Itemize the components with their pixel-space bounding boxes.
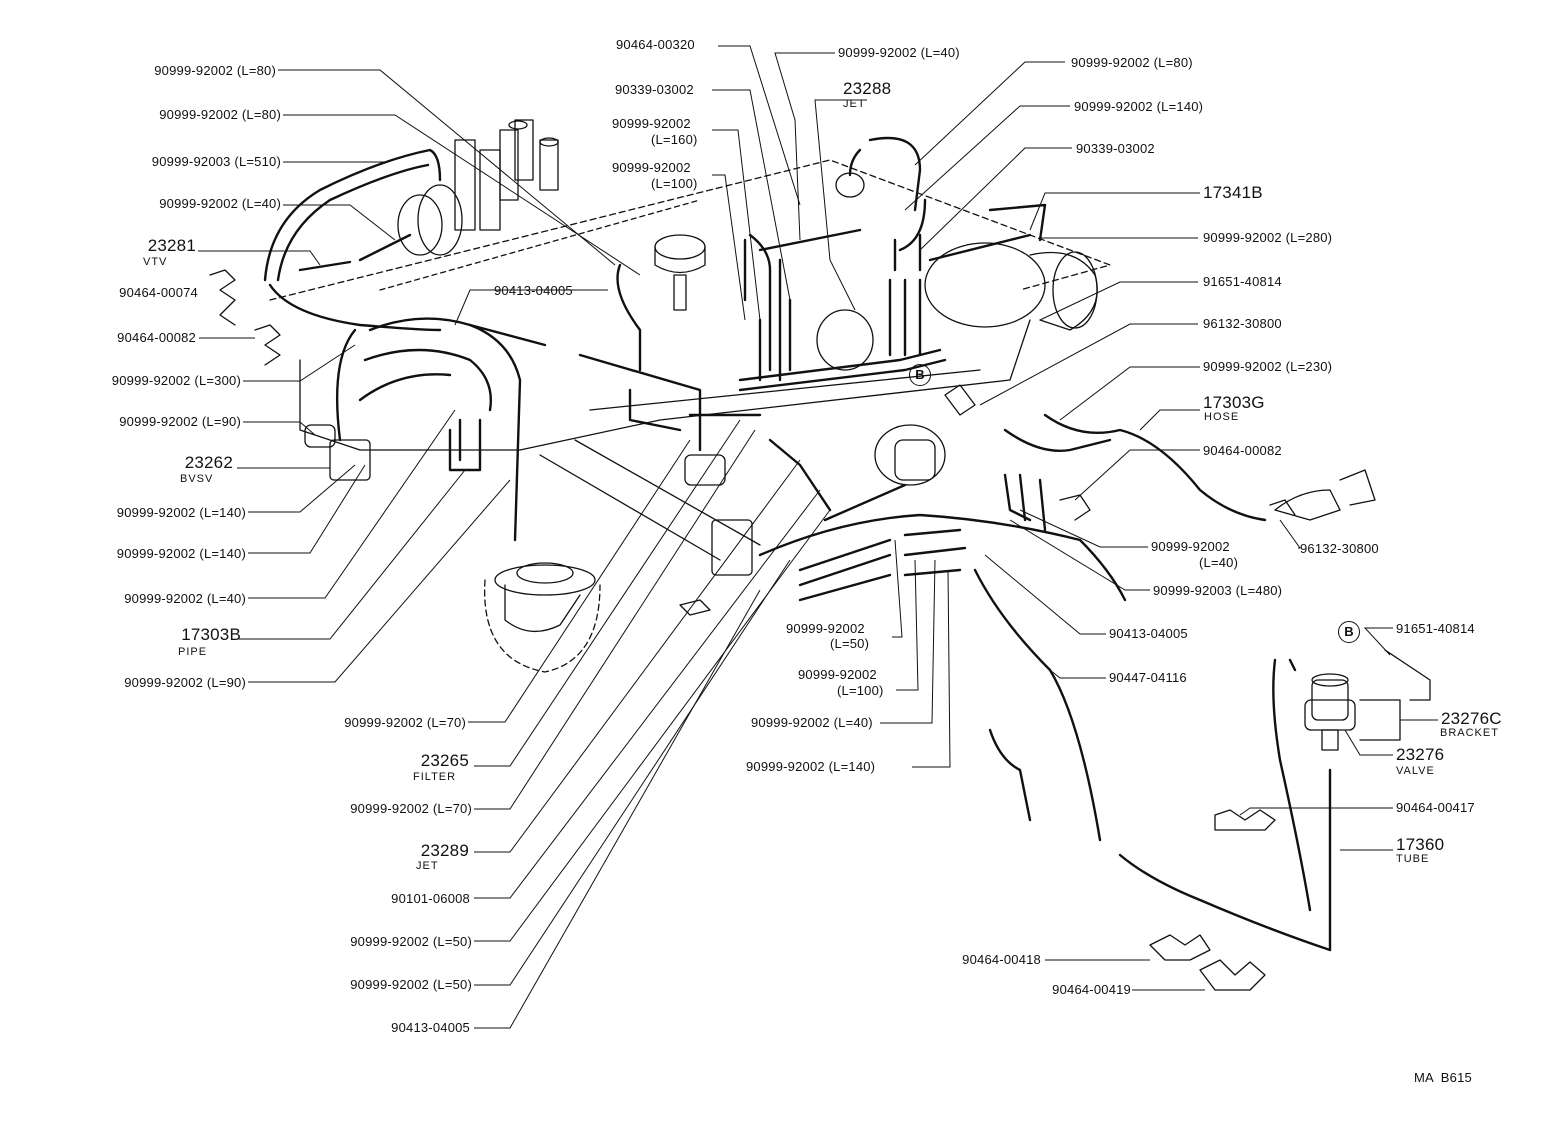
label-clip-90464-00074: 90464-00074 — [119, 285, 198, 300]
diagram-code: MA B615 — [1414, 1070, 1472, 1085]
label-hose-l100-b: (L=100) — [651, 176, 698, 191]
label-jet-23288: JET — [843, 98, 866, 110]
label-tube: TUBE — [1396, 853, 1430, 865]
label-valve: VALVE — [1396, 765, 1435, 777]
label-part-17360: 17360 — [1396, 835, 1445, 854]
label-hose-l40-right-b: (L=40) — [1199, 555, 1239, 570]
label-clip-96132-b: 96132-30800 — [1300, 541, 1379, 556]
label-clip-90464-00082-left: 90464-00082 — [117, 330, 196, 345]
label-bracket: BRACKET — [1440, 727, 1499, 739]
label-hose-l140-b: 90999-92002 (L=140) — [116, 546, 246, 561]
label-hose-l140-d: 90999-92002 (L=140) — [746, 759, 876, 774]
label-clip-96132-a: 96132-30800 — [1203, 316, 1282, 331]
callout-b-engine: B — [909, 364, 931, 386]
label-hose-l40-c: 90999-92002 (L=40) — [124, 591, 246, 606]
label-hose-90447: 90447-04116 — [1109, 670, 1187, 685]
label-hose-l40-d: 90999-92002 (L=40) — [751, 715, 873, 730]
label-pipe: PIPE — [178, 646, 208, 658]
label-hose-l80-right: 90999-92002 (L=80) — [1071, 55, 1193, 70]
label-hose-l50-c-b: (L=50) — [830, 636, 870, 651]
label-hose: HOSE — [1204, 411, 1240, 423]
valve-23276 — [1304, 649, 1431, 751]
label-part-17303b: 17303B — [181, 625, 241, 644]
label-joint-90413-bottom: 90413-04005 — [391, 1020, 470, 1035]
label-hose-l70-a: 90999-92002 (L=70) — [344, 715, 466, 730]
engine-outline — [269, 119, 1111, 673]
label-jet-23289: JET — [416, 860, 439, 872]
label-hose-l80-a: 90999-92002 (L=80) — [154, 63, 276, 78]
label-hose-l100-a: 90999-92002 — [612, 160, 691, 175]
label-hose-l100-c-b: (L=100) — [837, 683, 884, 698]
label-clip-90464-00418: 90464-00418 — [962, 952, 1041, 967]
label-hose-l40-left: 90999-92002 (L=40) — [159, 196, 281, 211]
label-part-23265: 23265 — [420, 751, 469, 770]
label-hose-l160-a: 90999-92002 — [612, 116, 691, 131]
label-hose-l50-a: 90999-92002 (L=50) — [350, 934, 472, 949]
label-hose-l140-right: 90999-92002 (L=140) — [1074, 99, 1204, 114]
label-hose-l50-c-a: 90999-92002 — [786, 621, 865, 636]
label-hose-l40-top: 90999-92002 (L=40) — [838, 45, 960, 60]
callout-b-bracket: B — [1338, 621, 1360, 643]
leader-lines — [198, 45, 1438, 1029]
label-joint-90413-mid: 90413-04005 — [494, 283, 573, 298]
label-plug-90339-a: 90339-03002 — [615, 82, 694, 97]
label-part-23289: 23289 — [420, 841, 469, 860]
label-part-17341b: 17341B — [1203, 183, 1263, 202]
label-part-23262: 23262 — [184, 453, 233, 472]
label-part-23276: 23276 — [1396, 745, 1445, 764]
label-clip-90464-00417: 90464-00417 — [1396, 800, 1475, 815]
label-vtv: VTV — [143, 256, 168, 268]
label-hose-l40-right-a: 90999-92002 — [1151, 539, 1230, 554]
label-hose-l70-b: 90999-92002 (L=70) — [350, 801, 472, 816]
label-part-23281: 23281 — [147, 236, 196, 255]
label-hose-l160-b: (L=160) — [651, 132, 698, 147]
label-hose-l230: 90999-92002 (L=230) — [1203, 359, 1333, 374]
label-90464-00320: 90464-00320 — [616, 37, 695, 52]
label-hose-l300: 90999-92002 (L=300) — [111, 373, 241, 388]
clips — [209, 269, 1376, 991]
label-hose-l140-a: 90999-92002 (L=140) — [116, 505, 246, 520]
label-part-23276c: 23276C — [1441, 709, 1502, 728]
label-hose-l510: 90999-92003 (L=510) — [151, 154, 281, 169]
label-hose-l480: 90999-92003 (L=480) — [1153, 583, 1283, 598]
label-hose-l280: 90999-92002 (L=280) — [1203, 230, 1333, 245]
label-bvsv: BVSV — [180, 473, 214, 485]
label-clip-90464-00082-right: 90464-00082 — [1203, 443, 1282, 458]
label-plug-90339-b: 90339-03002 — [1076, 141, 1155, 156]
label-hose-l100-c-a: 90999-92002 — [798, 667, 877, 682]
label-hose-l90-b: 90999-92002 (L=90) — [124, 675, 246, 690]
label-hose-l50-b: 90999-92002 (L=50) — [350, 977, 472, 992]
label-part-17303g: 17303G — [1203, 393, 1265, 412]
label-bolt-90101-06008: 90101-06008 — [391, 891, 470, 906]
hoses — [263, 136, 1332, 952]
label-joint-90413-right: 90413-04005 — [1109, 626, 1188, 641]
label-filter: FILTER — [413, 771, 457, 783]
label-clamp-91651-a: 91651-40814 — [1203, 274, 1282, 289]
label-clip-90464-00419: 90464-00419 — [1052, 982, 1131, 997]
label-clamp-91651-b: 91651-40814 — [1396, 621, 1475, 636]
label-part-23288: 23288 — [843, 79, 892, 98]
label-hose-l90-a: 90999-92002 (L=90) — [119, 414, 241, 429]
label-hose-l80-b: 90999-92002 (L=80) — [159, 107, 281, 122]
